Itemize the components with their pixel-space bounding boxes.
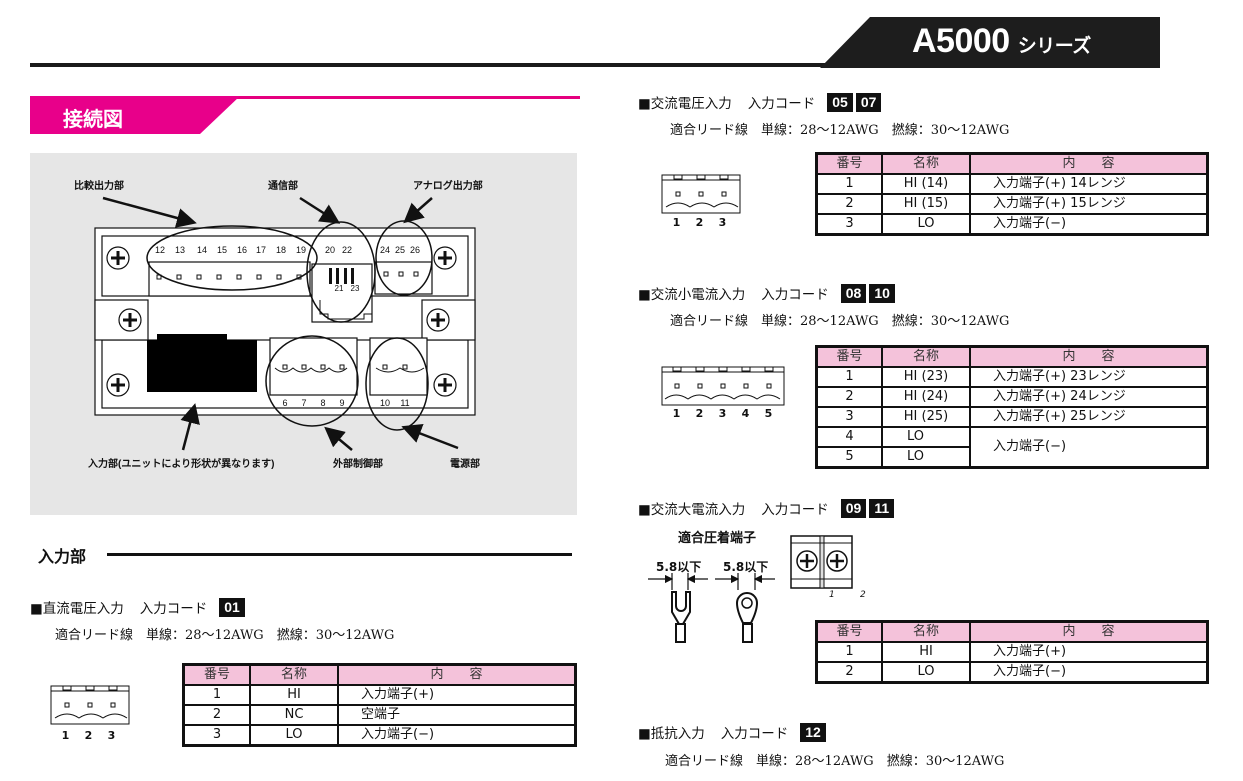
pin-numbers: 12 13 14 15 16 17 18 19 20 22 21 23 24 25 26 6 7 8 9 1… xyxy=(155,245,420,408)
svg-text:14: 14 xyxy=(197,245,207,255)
input-code-badge: 11 xyxy=(869,498,895,518)
lead-wire-spec: 適合リード線 単線：28〜12AWG 撚線：30〜12AWG xyxy=(55,628,395,643)
input-heading-rule xyxy=(107,553,572,556)
svg-text:25: 25 xyxy=(395,245,405,255)
group-ellipses xyxy=(146,220,433,431)
svg-text:7: 7 xyxy=(301,398,306,408)
dimension-label: 5.8以下 xyxy=(723,560,769,574)
connector-3pin-icon xyxy=(661,174,741,214)
series-title: A5000 シリーズ xyxy=(912,22,1091,61)
power-connector xyxy=(369,337,428,396)
svg-text:13: 13 xyxy=(175,245,185,255)
label-power: 電源部 xyxy=(450,457,480,470)
connection-diagram: 比較出力部 通信部 アナログ出力部 入力部(ユニットにより形状が異なります) 外… xyxy=(30,153,577,515)
resistance-input-title: ■抵抗入力入力コード 12 xyxy=(638,722,826,742)
svg-text:17: 17 xyxy=(256,245,266,255)
section-rule xyxy=(30,96,580,99)
header-rule xyxy=(30,63,830,67)
series-model: A5000 xyxy=(912,22,1010,60)
svg-text:23: 23 xyxy=(351,284,360,293)
input-code-badge: 05 xyxy=(827,92,853,112)
section-title-box xyxy=(30,96,240,134)
input-code-badge: 09 xyxy=(840,498,867,518)
crimp-terminal-icons xyxy=(648,573,775,643)
label-comparison-output: 比較出力部 xyxy=(74,179,124,192)
dc-voltage-title: ■直流電圧入力入力コード 01 xyxy=(30,597,245,617)
label-communication: 通信部 xyxy=(268,179,298,192)
terminal-block-icon xyxy=(790,535,853,589)
svg-text:22: 22 xyxy=(342,245,352,255)
terminal-pin-2: 2 xyxy=(860,590,866,600)
label-external-control: 外部制御部 xyxy=(332,457,383,470)
svg-text:10: 10 xyxy=(380,398,390,408)
connector-3pin-icon xyxy=(50,685,130,725)
connector-5pin-icon xyxy=(661,366,785,406)
rear-panel-drawing: 比較出力部 通信部 アナログ出力部 入力部(ユニットにより形状が異なります) 外… xyxy=(74,179,483,470)
series-suffix: シリーズ xyxy=(1017,36,1092,57)
label-analog-output: アナログ出力部 xyxy=(413,179,483,192)
crimp-terminal-title: 適合圧着端子 xyxy=(678,531,757,546)
svg-text:18: 18 xyxy=(276,245,286,255)
label-input: 入力部(ユニットにより形状が異なります) xyxy=(88,457,274,470)
analog-connector xyxy=(374,261,433,295)
input-code-badge: 12 xyxy=(800,722,826,742)
svg-text:12: 12 xyxy=(155,245,165,255)
svg-text:20: 20 xyxy=(325,245,335,255)
series-banner xyxy=(820,17,1160,68)
input-heading: 入力部 xyxy=(38,547,87,566)
lead-wire-spec: 適合リード線 単線：28〜12AWG 撚線：30〜12AWG xyxy=(665,754,1005,769)
svg-text:9: 9 xyxy=(339,398,344,408)
svg-text:24: 24 xyxy=(380,245,390,255)
lead-wire-spec: 適合リード線 単線：28〜12AWG 撚線：30〜12AWG xyxy=(670,123,1010,138)
input-code-badge: 01 xyxy=(219,597,245,617)
svg-text:21: 21 xyxy=(335,284,344,293)
communication-jack xyxy=(311,263,373,323)
svg-text:15: 15 xyxy=(217,245,227,255)
dimension-label: 5.8以下 xyxy=(656,560,702,574)
svg-text:19: 19 xyxy=(296,245,306,255)
input-unit-block xyxy=(147,334,257,392)
arrow-icons xyxy=(102,196,459,451)
svg-text:16: 16 xyxy=(237,245,247,255)
fork-terminal-icon xyxy=(671,591,691,625)
comparison-connector xyxy=(148,261,311,297)
screw-icons xyxy=(106,246,457,397)
svg-text:8: 8 xyxy=(320,398,325,408)
terminal-pin-1: 1 xyxy=(829,590,835,600)
svg-text:26: 26 xyxy=(410,245,420,255)
svg-text:11: 11 xyxy=(400,398,409,408)
svg-text:6: 6 xyxy=(282,398,287,408)
input-code-badge: 08 xyxy=(840,283,867,303)
input-code-badge: 07 xyxy=(855,92,882,112)
section-title: 接続図 xyxy=(63,107,123,131)
input-code-badge: 10 xyxy=(869,283,895,303)
lead-wire-spec: 適合リード線 単線：28〜12AWG 撚線：30〜12AWG xyxy=(670,314,1010,329)
